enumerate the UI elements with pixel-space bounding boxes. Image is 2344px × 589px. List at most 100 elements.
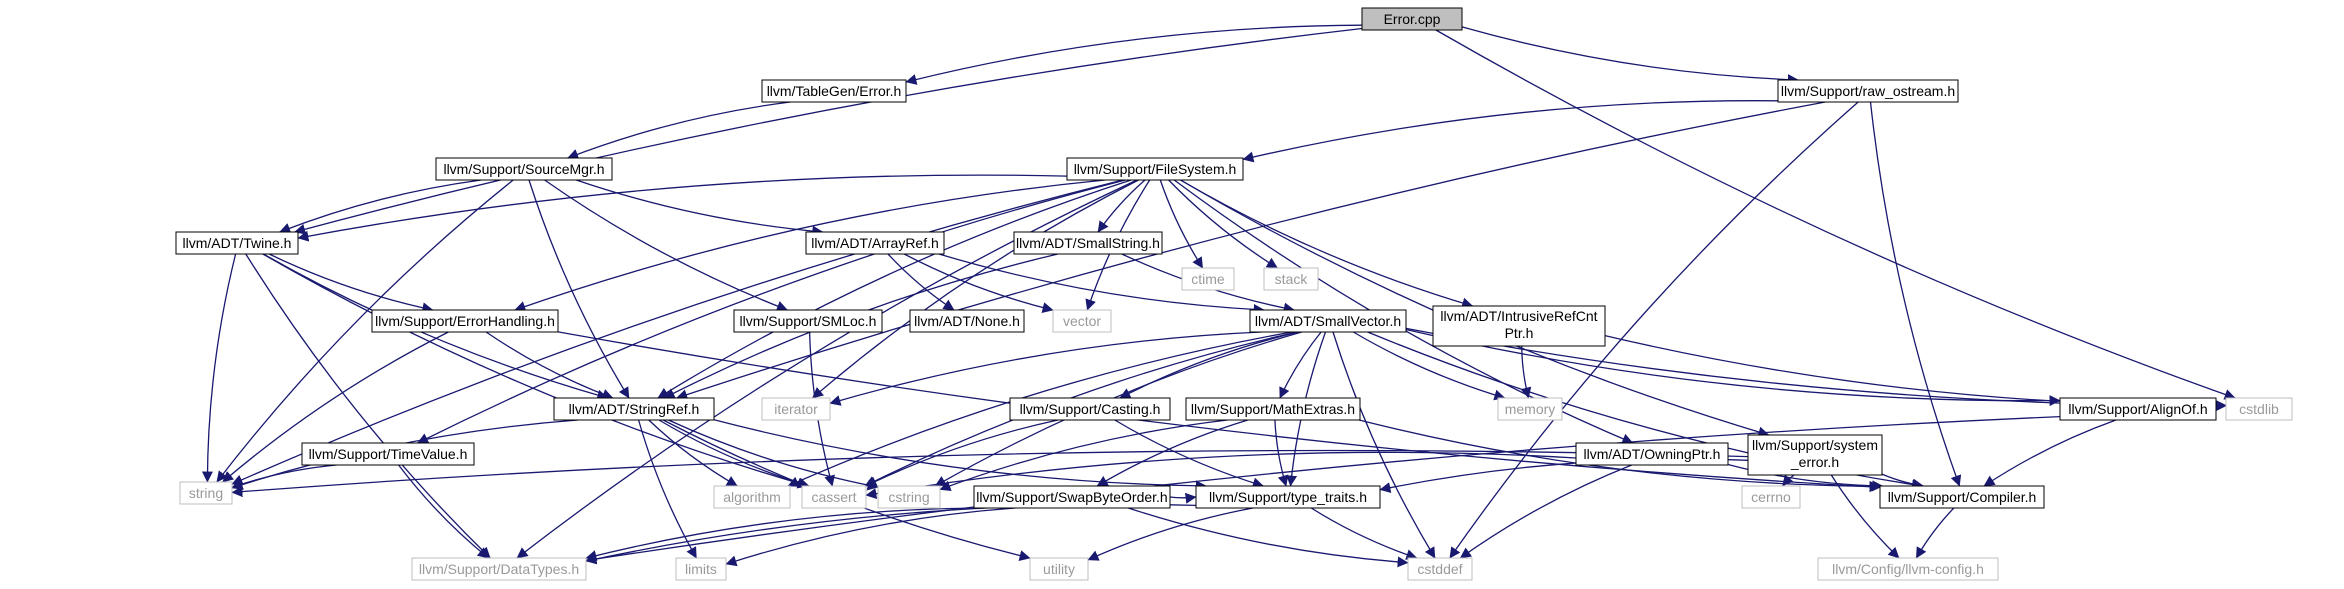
node-box-filesystem [1066,157,1244,181]
node-smallvector[interactable]: llvm/ADT/SmallVector.h [1249,309,1407,333]
node-box-type_traits [1195,485,1381,509]
node-box-smloc [733,309,883,333]
node-label-smloc: llvm/Support/SMLoc.h [740,313,877,329]
edge-mathextras-to-type_traits [1274,419,1289,487]
node-box-alignof [2059,397,2217,421]
node-label-limits: limits [685,561,717,577]
node-ctime: ctime [1181,267,1235,291]
edge-tablegen_error-to-sourcemgr [567,101,791,160]
edge-smallvector-to-mathextras [1279,331,1322,399]
node-iterator: iterator [761,397,831,421]
edge-intrusiverefcnt-to-memory [1520,345,1532,399]
edge-smallvector-to-algorithm [787,331,1293,487]
node-label-sourcemgr: llvm/Support/SourceMgr.h [443,161,604,177]
edge-stringref-to-type_traits [713,419,1207,492]
edge-stringref-to-limits [637,419,697,559]
node-box-ctime [1181,267,1235,291]
node-memory: memory [1497,397,1563,421]
edge-system_error-to-string [231,449,1749,498]
node-box-sourcemgr [435,157,613,181]
node-swapbyteorder[interactable]: llvm/Support/SwapByteOrder.h [973,485,1171,509]
edge-filesystem-to-errorhandling [514,179,1106,312]
node-cstddef: cstddef [1407,557,1473,581]
node-box-mathextras [1185,397,1361,421]
node-timevalue[interactable]: llvm/Support/TimeValue.h [301,442,475,466]
edge-swapbyteorder-to-datatypes [585,507,985,561]
node-box-string [179,481,233,505]
edge-arrayref-to-smallvector [938,253,1265,315]
node-box-error_cpp [1361,7,1463,31]
edge-layer [201,24,2236,568]
edge-arrayref-to-none [887,253,955,311]
edge-swapbyteorder-to-cstddef [1127,507,1409,568]
node-mathextras[interactable]: llvm/Support/MathExtras.h [1185,397,1361,421]
node-cassert: cassert [801,485,867,509]
node-tablegen_error[interactable]: llvm/TableGen/Error.h [761,79,907,103]
node-none[interactable]: llvm/ADT/None.h [909,309,1025,333]
edge-owningptr-to-cassert [865,451,1577,500]
node-label-mathextras: llvm/Support/MathExtras.h [1191,401,1355,417]
edge-error_cpp-to-cstdlib [1435,29,2236,400]
edge-sourcemgr-to-string [216,179,514,483]
node-smloc[interactable]: llvm/Support/SMLoc.h [733,309,883,333]
edge-filesystem-to-stack [1168,179,1278,269]
node-raw_ostream[interactable]: llvm/Support/raw_ostream.h [1777,79,1959,103]
edge-filesystem-to-twine [297,174,1068,242]
node-box-twine [175,231,299,255]
edge-casting-to-type_traits [1114,419,1264,489]
node-box-cstring [877,485,941,509]
node-layer: Error.cpp llvm/TableGen/Error.h llvm/Suppo… [175,7,2293,581]
node-limits: limits [675,557,727,581]
node-alignof[interactable]: llvm/Support/AlignOf.h [2059,397,2217,421]
node-compiler[interactable]: llvm/Support/Compiler.h [1879,485,2045,509]
node-label-system_error-line2: _error.h [1790,454,1839,470]
node-label-none: llvm/ADT/None.h [914,313,1020,329]
edge-filesystem-to-timevalue [417,179,1126,444]
node-label-errorhandling: llvm/Support/ErrorHandling.h [375,313,555,329]
edge-sourcemgr-to-arrayref [575,179,824,237]
node-box-system_error [1747,434,1883,476]
node-label-cerrno: cerrno [1751,489,1791,505]
node-label-utility: utility [1043,561,1075,577]
node-box-stringref [553,397,715,421]
edge-sourcemgr-to-twine [279,179,482,234]
node-label-intrusiverefcnt-line2: Ptr.h [1505,325,1534,341]
node-stringref[interactable]: llvm/ADT/StringRef.h [553,397,715,421]
node-label-cstring: cstring [888,489,929,505]
edge-sourcemgr-to-smloc [544,179,788,312]
node-label-vector: vector [1063,313,1101,329]
edge-errorhandling-to-compiler [557,331,1881,493]
node-system_error[interactable]: llvm/Support/system_error.h [1747,434,1883,476]
node-cerrno: cerrno [1741,485,1801,509]
node-llvm_config: llvm/Config/llvm-config.h [1817,557,1999,581]
edge-timevalue-to-string [231,464,337,490]
node-box-none [909,309,1025,333]
node-label-datatypes: llvm/Support/DataTypes.h [419,561,579,577]
node-label-raw_ostream: llvm/Support/raw_ostream.h [1781,83,1955,99]
node-sourcemgr[interactable]: llvm/Support/SourceMgr.h [435,157,613,181]
node-smallstring[interactable]: llvm/ADT/SmallString.h [1013,231,1163,255]
node-label-intrusiverefcnt: llvm/ADT/IntrusiveRefCnt [1440,308,1597,324]
edge-system_error-to-cerrno [1781,474,1795,487]
edge-swapbyteorder-to-limits [725,507,1016,567]
node-error_cpp[interactable]: Error.cpp [1361,7,1463,31]
edge-swapbyteorder-to-type_traits [1169,492,1197,504]
node-twine[interactable]: llvm/ADT/Twine.h [175,231,299,255]
node-casting[interactable]: llvm/Support/Casting.h [1009,397,1171,421]
node-label-memory: memory [1505,401,1556,417]
node-box-errorhandling [371,309,559,333]
node-arrayref[interactable]: llvm/ADT/ArrayRef.h [805,231,945,255]
node-filesystem[interactable]: llvm/Support/FileSystem.h [1066,157,1244,181]
node-type_traits[interactable]: llvm/Support/type_traits.h [1195,485,1381,509]
node-box-datatypes [411,557,587,581]
node-owningptr[interactable]: llvm/ADT/OwningPtr.h [1575,442,1729,466]
node-errorhandling[interactable]: llvm/Support/ErrorHandling.h [371,309,559,333]
node-label-smallvector: llvm/ADT/SmallVector.h [1255,313,1401,329]
node-label-owningptr: llvm/ADT/OwningPtr.h [1584,446,1721,462]
edge-smallvector-to-casting [1119,331,1299,399]
node-datatypes: llvm/Support/DataTypes.h [411,557,587,581]
edge-filesystem-to-string [231,179,1123,485]
node-string: string [179,481,233,505]
